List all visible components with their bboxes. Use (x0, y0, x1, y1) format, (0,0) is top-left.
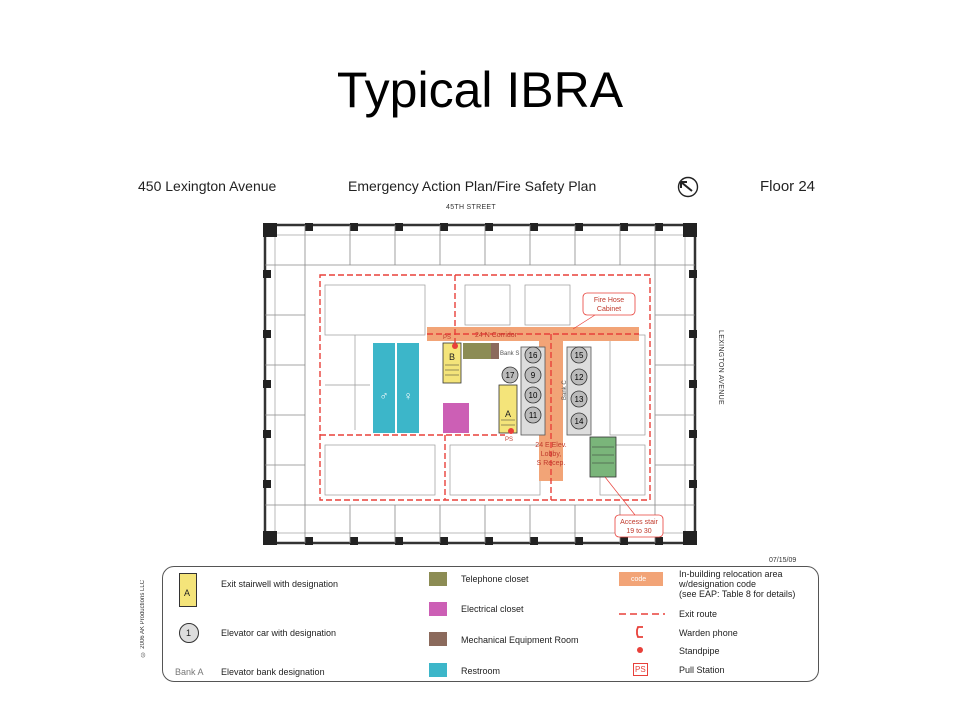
access-stair-label-1: Access stair (620, 519, 658, 526)
legend-stairwell-label: Exit stairwell with designation (221, 579, 339, 589)
north-arrow-icon (677, 176, 699, 198)
legend-ibra-label-1: In-building relocation area (679, 569, 783, 579)
legend-exit-route-swatch (619, 613, 665, 615)
elevator-10: 10 (529, 391, 538, 400)
legend-mechanical-label: Mechanical Equipment Room (461, 635, 579, 645)
map-legend: A Exit stairwell with designation 1 Elev… (162, 566, 819, 682)
warden-phone-icon (636, 626, 643, 638)
floor-plan-map: ♂ ♀ 16 17 9 10 11 15 12 13 14 Fire H (263, 223, 697, 545)
legend-elevator-label: Elevator car with designation (221, 628, 337, 638)
elevator-9: 9 (531, 371, 536, 380)
street-label-east: LEXINGTON AVENUE (717, 330, 724, 405)
legend-electrical-swatch (429, 602, 447, 616)
access-stair-label-2: 19 to 30 (626, 528, 651, 535)
legend-telephone-swatch (429, 572, 447, 586)
building-address: 450 Lexington Avenue (138, 178, 277, 194)
legend-exit-route-label: Exit route (679, 609, 718, 619)
standpipe-2 (508, 428, 514, 434)
bank-c-label: Bank C (562, 380, 568, 400)
legend-elevator-swatch (179, 623, 199, 643)
fire-hose-label-2: Cabinet (597, 306, 621, 313)
stair-a-label: A (505, 409, 511, 419)
plan-date: 07/15/09 (769, 557, 797, 564)
ibra-corridor (427, 327, 639, 341)
legend-mechanical-swatch (429, 632, 447, 646)
elevator-12: 12 (575, 373, 584, 382)
legend-restroom-label: Restroom (461, 666, 501, 676)
legend-standpipe-label: Standpipe (679, 646, 720, 656)
telephone-closet (463, 343, 491, 359)
legend-elevator-sample: 1 (186, 628, 192, 638)
legend-bank-sample: Bank A (175, 667, 204, 677)
slide-title: Typical IBRA (336, 62, 624, 118)
stairwell-a (498, 384, 518, 434)
fire-hose-label-1: Fire Hose (594, 297, 624, 304)
mechanical-room (491, 343, 499, 359)
pull-station-label-1: PS (443, 335, 451, 341)
standpipe-icon (637, 647, 643, 653)
perimeter-columns (263, 223, 697, 545)
legend-pull-station-label: Pull Station (679, 665, 725, 675)
floor-number: Floor 24 (760, 178, 816, 195)
stairwell-b (442, 342, 462, 384)
electrical-closet (443, 403, 469, 433)
legend-ibra-label-2: w/designation code (679, 579, 757, 589)
access-stair (589, 436, 617, 478)
stair-b-label: B (449, 352, 455, 362)
street-label-north: 45TH STREET (446, 204, 496, 211)
building-outline (263, 223, 697, 545)
legend-bank-label: Elevator bank designation (221, 667, 325, 677)
legend-ibra-label-3: (see EAP: Table 8 for details) (679, 589, 796, 599)
elevator-16: 16 (529, 351, 538, 360)
bank-s-label: Bank S (500, 351, 519, 357)
svg-text:♀: ♀ (404, 389, 413, 403)
svg-text:♂: ♂ (380, 389, 389, 403)
elev-lobby-label-3: S Recep. (537, 460, 566, 467)
perimeter-offices (265, 225, 695, 543)
elevator-17: 17 (506, 371, 515, 380)
legend-electrical-label: Electrical closet (461, 604, 524, 614)
elev-lobby-label-1: 24 E Elev. (535, 442, 566, 449)
legend-warden-phone-label: Warden phone (679, 628, 738, 638)
exit-route (319, 274, 651, 501)
legend-stairwell-swatch (179, 573, 197, 607)
legend-telephone-label: Telephone closet (461, 574, 529, 584)
elevator-cars (501, 346, 588, 430)
elevator-11: 11 (529, 411, 538, 420)
legend-ibra-swatch (619, 572, 663, 586)
restroom-2 (397, 343, 419, 433)
copyright-notice: © 2006 AK Productions LLC (140, 580, 146, 657)
elevator-15: 15 (575, 351, 584, 360)
elevator-14: 14 (575, 417, 584, 426)
legend-restroom-swatch (429, 663, 447, 677)
legend-pull-station-sample: PS (633, 663, 648, 676)
legend-stairwell-sample: A (184, 588, 191, 598)
plan-title: Emergency Action Plan/Fire Safety Plan (348, 178, 597, 194)
restroom-1 (373, 343, 395, 433)
pull-station-label-2: PS (505, 437, 513, 443)
elev-lobby-label-2: Lobby, (541, 451, 562, 458)
corridor-label: 24 N Corridor (475, 332, 518, 339)
standpipe-1 (452, 343, 458, 349)
legend-ibra-sample: code (631, 576, 647, 583)
elevator-13: 13 (575, 395, 584, 404)
